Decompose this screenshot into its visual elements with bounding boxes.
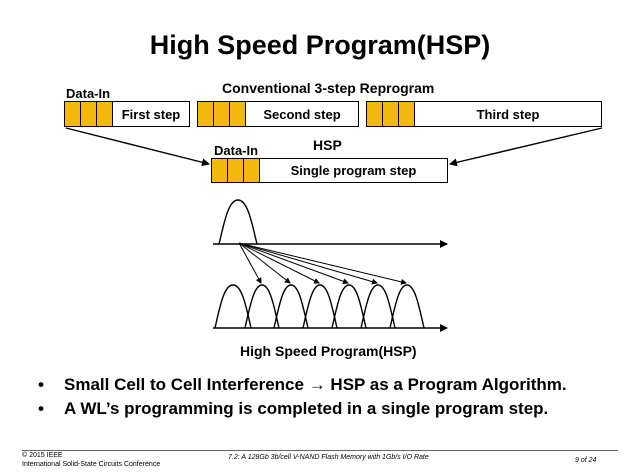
data-cells xyxy=(65,102,113,126)
second-step-box: Second step xyxy=(197,101,359,127)
data-cells xyxy=(198,102,246,126)
data-cell xyxy=(212,159,228,182)
data-cell xyxy=(214,102,230,126)
single-step-box: Single program step xyxy=(211,158,448,183)
arrow-from-third-step xyxy=(449,127,603,167)
data-cell xyxy=(383,102,399,126)
arrow-from-first-step xyxy=(65,127,210,167)
data-cell xyxy=(367,102,383,126)
bullet-list: • Small Cell to Cell Interference → HSP … xyxy=(38,375,567,423)
second-step-label: Second step xyxy=(263,106,341,122)
footer-paper-title: 7.2: A 128Gb 3b/cell V-NAND Flash Memory… xyxy=(228,454,429,461)
erase-distribution xyxy=(213,199,448,248)
third-step-box: Third step xyxy=(366,101,602,127)
data-cell xyxy=(228,159,244,182)
data-cells xyxy=(367,102,415,126)
bullet-text: A WL’s programming is completed in a sin… xyxy=(64,399,549,418)
data-in-label: Data-In xyxy=(66,86,111,101)
bullet-text: Small Cell to Cell Interference → HSP as… xyxy=(64,375,567,394)
first-step-box: First step xyxy=(64,101,190,127)
data-cell xyxy=(81,102,97,126)
program-arrows xyxy=(238,242,407,285)
data-cell xyxy=(97,102,113,126)
program-distributions xyxy=(213,284,448,332)
footer-copyright: © 2015 IEEE xyxy=(22,452,63,459)
data-cell xyxy=(244,159,260,182)
data-cells xyxy=(212,159,260,182)
bullet-marker: • xyxy=(38,375,44,394)
data-cell xyxy=(230,102,246,126)
hsp-data-in-label: Data-In xyxy=(214,143,259,158)
footer-divider xyxy=(22,450,618,451)
data-cell xyxy=(399,102,415,126)
bullet-marker: • xyxy=(38,399,44,418)
conventional-label: Conventional 3-step Reprogram xyxy=(222,80,435,96)
footer-conference: International Solid-State Circuits Confe… xyxy=(22,461,161,468)
third-step-label: Third step xyxy=(476,106,540,122)
data-cell xyxy=(198,102,214,126)
slide-title: High Speed Program(HSP) xyxy=(149,30,491,60)
bullet-item: • Small Cell to Cell Interference → HSP … xyxy=(38,375,567,395)
single-step-label: Single program step xyxy=(290,163,417,178)
diagram-caption: High Speed Program(HSP) xyxy=(240,343,417,359)
footer-page-number: 9 of 24 xyxy=(575,457,597,464)
bullet-item: • A WL’s programming is completed in a s… xyxy=(38,399,567,419)
data-cell xyxy=(65,102,81,126)
hsp-label: HSP xyxy=(313,137,342,153)
first-step-label: First step xyxy=(121,106,181,122)
